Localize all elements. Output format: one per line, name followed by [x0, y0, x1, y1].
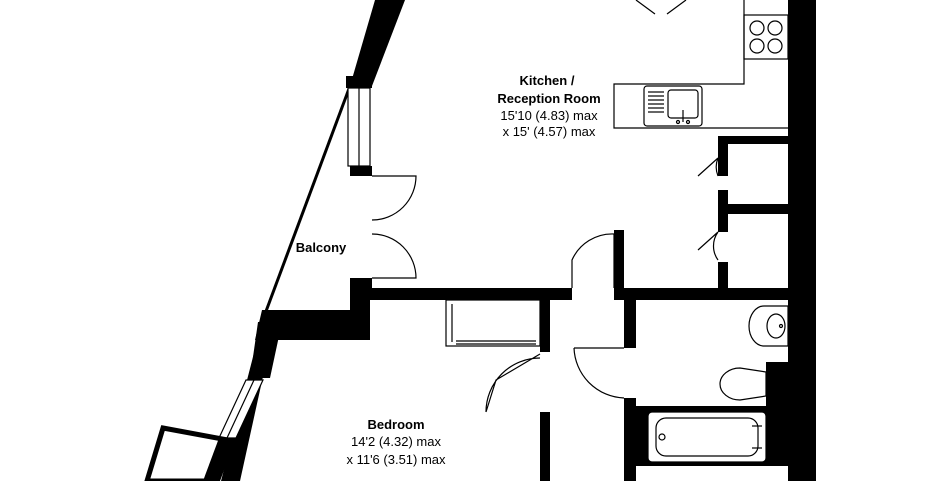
- top-door-swing: [635, 0, 687, 15]
- basin: [748, 305, 789, 347]
- bath: [636, 406, 788, 466]
- external-box: [144, 425, 232, 481]
- cupboard-wall-left-1b: [718, 190, 728, 212]
- cupboard-wall-top-1: [718, 136, 788, 144]
- exterior-right-wall: [788, 0, 816, 481]
- bedroom-dimensions-line1: 14'2 (4.32) max: [351, 434, 441, 449]
- kitchen-name-line1: Kitchen /: [520, 73, 575, 88]
- balcony-window: [347, 87, 371, 167]
- balcony-label: Balcony: [296, 240, 347, 255]
- kitchen-dimensions-line1: 15'10 (4.83) max: [500, 108, 598, 123]
- bedroom-door: [485, 353, 541, 413]
- kitchen-sink: [643, 85, 703, 127]
- bathroom-door: [573, 347, 625, 399]
- balcony-rail: [260, 85, 352, 323]
- bedroom-name: Bedroom: [367, 417, 424, 432]
- balcony-bottom-wall: [255, 310, 370, 340]
- kitchen-dimensions-line2: x 15' (4.57) max: [503, 124, 596, 139]
- toilet: [719, 362, 788, 406]
- kitchen-bath-wall: [614, 288, 788, 300]
- cupboard-divider: [718, 204, 788, 214]
- bedroom-dimensions-line2: x 11'6 (3.51) max: [346, 452, 446, 467]
- kitchen-worktop: [613, 0, 788, 129]
- kitchen-name-line2: Reception Room: [497, 91, 600, 106]
- bedroom-top-wall: [370, 288, 572, 300]
- bathroom-left-wall: [624, 398, 636, 481]
- cupboard-wall-left-2b: [718, 262, 728, 290]
- wardrobe: [445, 299, 541, 347]
- exterior-slanted-wall: [350, 0, 405, 86]
- balcony-double-door: [371, 175, 417, 279]
- bedroom-hall-wall: [540, 300, 550, 352]
- balcony-wall-top: [346, 76, 372, 88]
- bedroom-left-jamb: [350, 282, 370, 340]
- cupboard-door-2: [697, 231, 719, 261]
- hob: [743, 14, 789, 60]
- bedroom-hall-wall-lower: [540, 412, 550, 481]
- bedroom-label: Bedroom 14'2 (4.32) max x 11'6 (3.51) ma…: [346, 417, 446, 467]
- balcony-wall-mid: [350, 166, 372, 176]
- kitchen-label: Kitchen / Reception Room 15'10 (4.83) ma…: [497, 73, 600, 139]
- cupboard-wall-left-1: [718, 138, 728, 176]
- bathroom-wall-top: [624, 300, 636, 348]
- kitchen-door: [571, 233, 615, 288]
- cupboard-wall-left-2: [718, 214, 728, 232]
- cupboard-door-1: [697, 157, 719, 177]
- kitchen-bath-wall-stub: [614, 230, 624, 300]
